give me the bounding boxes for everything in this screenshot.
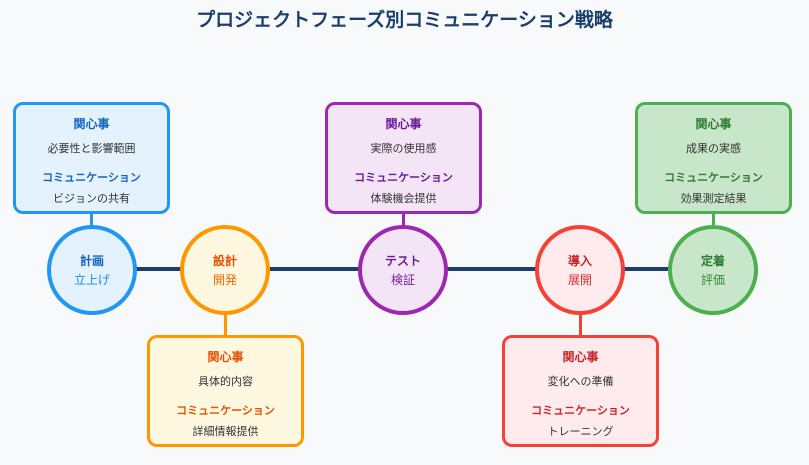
concern-text: 具体的内容 bbox=[198, 375, 253, 388]
phase-name: 設計 bbox=[212, 254, 237, 268]
concern-label: 関心事 bbox=[207, 350, 244, 364]
diagram-title: プロジェクトフェーズ別コミュニケーション戦略 bbox=[196, 9, 613, 31]
card-adoption: 関心事 成果の実感 コミュニケーション 効果測定結果 bbox=[635, 102, 792, 214]
connector-adoption bbox=[712, 214, 715, 228]
communication-text: トレーニング bbox=[547, 425, 614, 438]
phase-name: 定着 bbox=[700, 254, 725, 268]
concern-text: 成果の実感 bbox=[686, 142, 741, 155]
communication-label: コミュニケーション bbox=[176, 404, 275, 417]
connector-design bbox=[224, 312, 227, 336]
phase-name: テスト bbox=[384, 254, 421, 268]
card-design: 関心事 具体的内容 コミュニケーション 詳細情報提供 bbox=[147, 335, 304, 447]
communication-label: コミュニケーション bbox=[354, 171, 453, 184]
concern-label: 関心事 bbox=[695, 117, 732, 131]
phase-sub: 評価 bbox=[700, 273, 725, 287]
phase-node-deployment: 導入 展開 bbox=[535, 225, 625, 315]
concern-label: 関心事 bbox=[562, 350, 599, 364]
phase-node-design: 設計 開発 bbox=[180, 225, 270, 315]
card-test: 関心事 実際の使用感 コミュニケーション 体験機会提供 bbox=[325, 102, 482, 214]
communication-label: コミュニケーション bbox=[42, 171, 141, 184]
concern-text: 実際の使用感 bbox=[370, 142, 437, 155]
concern-label: 関心事 bbox=[385, 117, 422, 131]
phase-sub: 展開 bbox=[567, 273, 592, 287]
phase-node-test: テスト 検証 bbox=[358, 225, 448, 315]
phase-node-adoption: 定着 評価 bbox=[668, 225, 758, 315]
concern-label: 関心事 bbox=[73, 117, 110, 131]
communication-text: 効果測定結果 bbox=[680, 192, 747, 205]
concern-text: 必要性と影響範囲 bbox=[47, 142, 136, 155]
communication-text: 体験機会提供 bbox=[370, 192, 437, 205]
concern-text: 変化への準備 bbox=[547, 375, 614, 388]
connector-test bbox=[402, 214, 405, 228]
communication-label: コミュニケーション bbox=[664, 171, 763, 184]
phase-sub: 立上げ bbox=[73, 273, 110, 287]
phase-name: 導入 bbox=[567, 254, 592, 268]
phase-name: 計画 bbox=[79, 254, 104, 268]
card-deployment: 関心事 変化への準備 コミュニケーション トレーニング bbox=[502, 335, 659, 447]
communication-text: ビジョンの共有 bbox=[53, 192, 130, 205]
communication-label: コミュニケーション bbox=[531, 404, 630, 417]
connector-deployment bbox=[579, 312, 582, 336]
phase-sub: 検証 bbox=[390, 273, 415, 287]
connector-planning bbox=[90, 214, 93, 228]
phase-node-planning: 計画 立上げ bbox=[47, 225, 137, 315]
phase-sub: 開発 bbox=[212, 273, 237, 287]
card-planning: 関心事 必要性と影響範囲 コミュニケーション ビジョンの共有 bbox=[13, 102, 170, 214]
communication-text: 詳細情報提供 bbox=[192, 425, 259, 438]
